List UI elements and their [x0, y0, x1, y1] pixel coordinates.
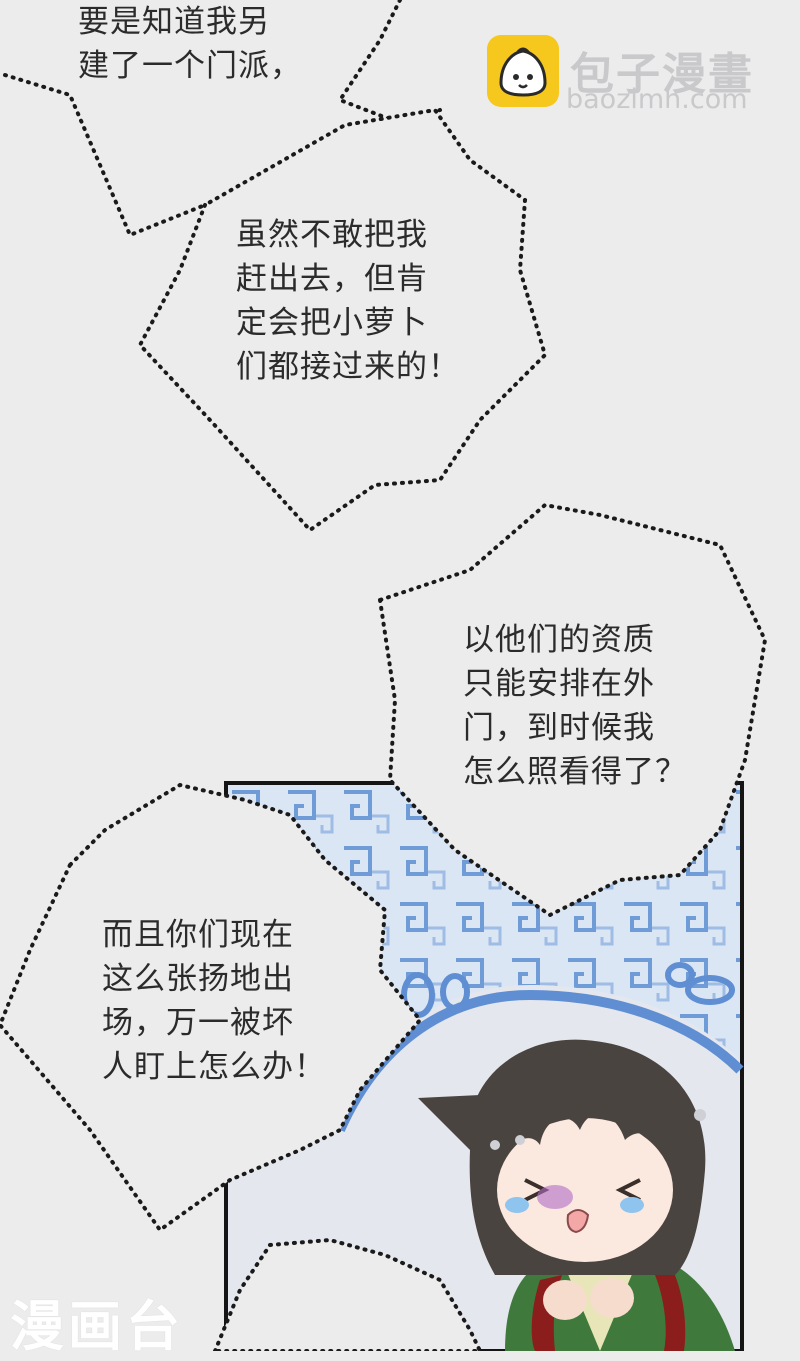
bubble-1-text: 要是知道我另 建了一个门派， [78, 4, 302, 84]
speech-bubble-5-partial [212, 1237, 483, 1351]
bubble-2-text: 虽然不敢把我 赶出去，但肯 定会把小萝卜 们都接过来的！ [236, 217, 460, 385]
bubble-3-text: 以他们的资质 只能安排在外 门，到时候我 怎么照看得了？ [463, 622, 687, 790]
crying-character [418, 1039, 735, 1351]
steamed-bun-icon [487, 35, 559, 107]
bubble-4-text: 而且你们现在 这么张扬地出 场，万一被坏 人盯上怎么办！ [102, 917, 326, 1085]
watermark-brand: 包子漫畫 [570, 49, 754, 100]
speech-bubble-3 [377, 502, 768, 918]
watermark-bottom: 漫画台 [10, 1295, 184, 1358]
speech-bubble-4 [0, 782, 423, 1233]
watermark-url: baozimh.com [566, 84, 748, 115]
speech-bubble-2 [137, 107, 548, 533]
